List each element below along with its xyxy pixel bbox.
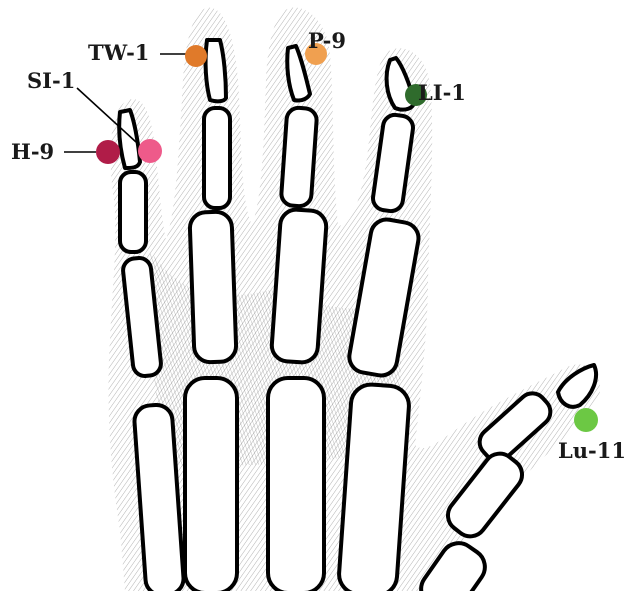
label-p9: P-9 <box>308 28 346 53</box>
label-lu11: Lu-11 <box>558 438 626 463</box>
label-si1: SI-1 <box>27 68 75 93</box>
point-tw1-marker <box>185 45 207 67</box>
point-lu11-marker <box>574 408 598 432</box>
point-h9-marker <box>96 140 120 164</box>
label-h9: H-9 <box>11 139 54 164</box>
label-li1: LI-1 <box>418 80 466 105</box>
point-si1-marker <box>138 139 162 163</box>
label-tw1: TW-1 <box>88 40 149 65</box>
